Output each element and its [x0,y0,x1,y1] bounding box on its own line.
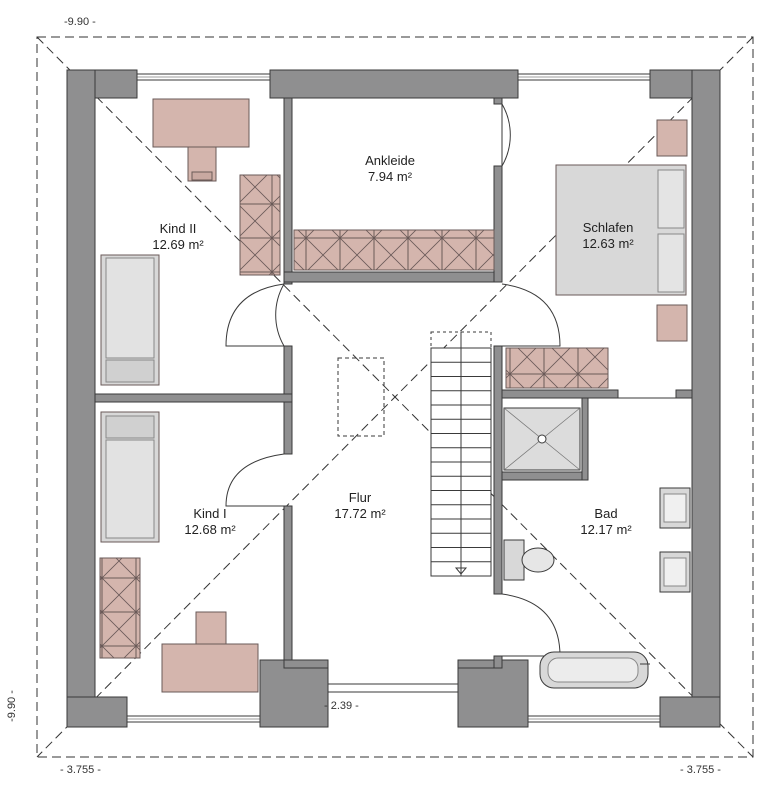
roof-outline [36,36,754,758]
nightstand-top [656,119,688,157]
dimension-bottom-left: - 3.755 - [60,764,101,776]
shower [503,407,581,471]
bathtub [539,651,650,689]
sink-upper [659,487,691,529]
kind1-desk [161,611,259,693]
room-kind1: Kind I 12.68 m² [162,506,258,538]
room-kind1-area: 12.68 m² [184,522,236,537]
dimension-door: - 2.39 - [324,700,359,712]
room-flur-area: 17.72 m² [334,506,386,521]
windows [126,73,661,723]
room-schlafen: Schlafen 12.63 m² [560,220,656,252]
room-ankleide-name: Ankleide [365,153,415,168]
toilet [503,539,555,581]
interior-walls [94,97,693,669]
attic-hatch [337,357,385,437]
kind2-wardrobe [239,174,281,276]
kind2-bed [100,254,160,386]
sink-lower [659,551,691,593]
room-kind2-area: 12.69 m² [152,237,204,252]
room-flur: Flur 17.72 m² [312,490,408,522]
room-ankleide: Ankleide 7.94 m² [342,153,438,185]
dimension-left: -9.90 - [5,690,18,722]
bad-cabinet [505,347,609,389]
schlafen-bed [555,164,687,296]
room-bad: Bad 12.17 m² [558,506,654,538]
room-ankleide-area: 7.94 m² [367,169,413,184]
ankleide-wardrobe [293,229,495,271]
staircase [430,331,492,577]
room-schlafen-name: Schlafen [582,220,634,235]
room-bad-area: 12.17 m² [580,522,632,537]
kind2-desk [152,98,250,182]
nightstand-bottom [656,304,688,342]
kind1-wardrobe [99,557,141,659]
kind1-bed [100,411,160,543]
room-kind1-name: Kind I [193,506,227,521]
exterior-walls [66,69,721,728]
room-kind2-name: Kind II [159,221,197,236]
room-kind2: Kind II 12.69 m² [130,221,226,253]
room-schlafen-area: 12.63 m² [582,236,634,251]
dimension-top: -9.90 - [64,16,96,28]
room-flur-name: Flur [348,490,372,505]
room-bad-name: Bad [594,506,618,521]
dimension-bottom-right: - 3.755 - [680,764,721,776]
